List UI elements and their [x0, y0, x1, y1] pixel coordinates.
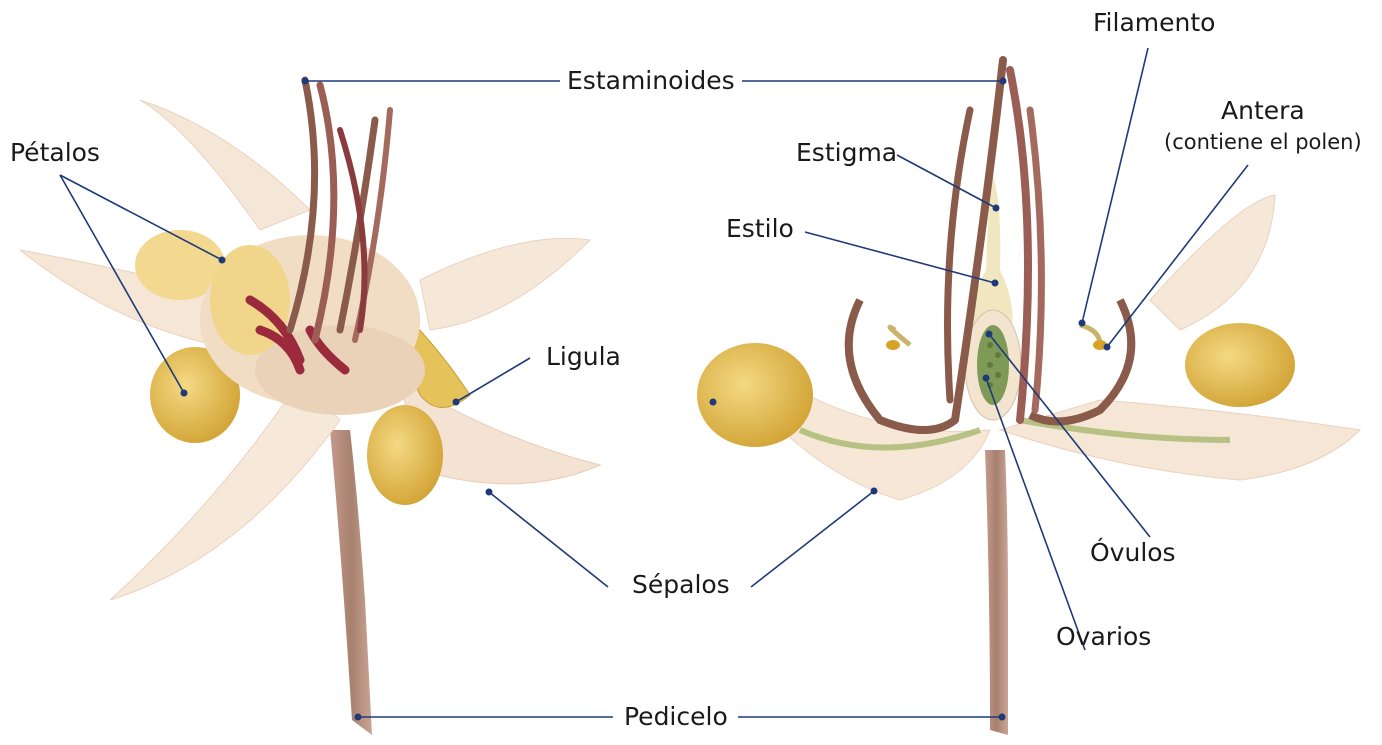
label-filamento: Filamento — [1093, 10, 1215, 35]
label-petalos: Pétalos — [10, 140, 100, 165]
label-antera-note: (contiene el polen) — [1164, 132, 1362, 153]
label-sepalos: Sépalos — [632, 572, 730, 597]
label-pedicelo: Pedicelo — [624, 704, 728, 729]
label-estaminoides: Estaminoides — [567, 68, 735, 93]
label-ovulos: Óvulos — [1090, 540, 1176, 565]
right-sepal — [1150, 195, 1275, 330]
label-ovarios: Ovarios — [1056, 624, 1151, 649]
label-estilo: Estilo — [726, 216, 794, 241]
left-flower — [20, 80, 600, 735]
right-pedicel — [985, 450, 1008, 735]
left-sepal — [140, 100, 310, 230]
label-ligula: Ligula — [546, 344, 621, 369]
left-pedicel — [330, 430, 372, 735]
label-antera: Antera — [1221, 98, 1305, 123]
label-estigma: Estigma — [796, 140, 897, 165]
left-sepal — [420, 238, 590, 330]
left-petal — [367, 405, 443, 505]
